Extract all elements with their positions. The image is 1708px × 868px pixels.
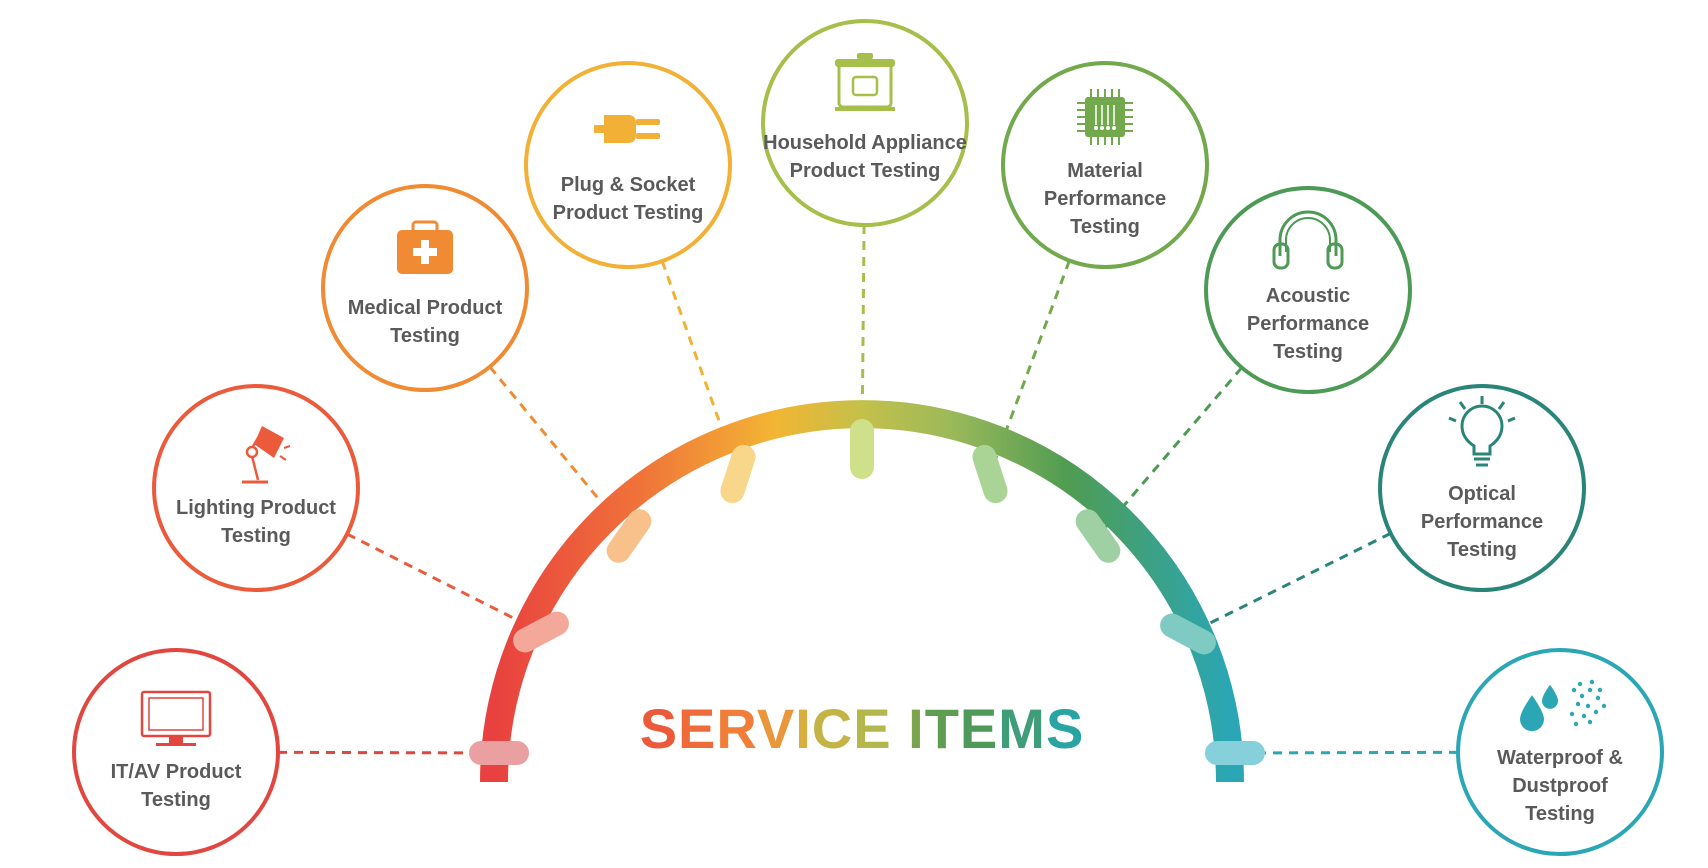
connector-line [1187, 532, 1392, 636]
service-label: Optical [1448, 483, 1516, 505]
title-letter: T [925, 697, 960, 760]
main-arc [480, 400, 1244, 783]
service-label: Testing [221, 525, 291, 547]
connector-line [1234, 750, 1459, 755]
service-node-circle [152, 384, 360, 592]
plug-icon [594, 115, 660, 143]
title-letter: I [795, 697, 812, 760]
headphones-icon [1272, 210, 1344, 270]
service-node-circle [761, 19, 969, 227]
water-dust-icon [1520, 679, 1607, 732]
title-letter [892, 697, 909, 760]
service-label: Medical Product [348, 297, 503, 319]
service-label: Testing [141, 789, 211, 811]
medical-kit-icon [397, 220, 453, 274]
service-node-circle [1204, 186, 1412, 394]
arc-tab [513, 611, 569, 653]
arc-tab-layer [469, 419, 1265, 765]
arc-tab [972, 444, 1008, 504]
service-label: Material [1067, 160, 1143, 182]
arc-tab [720, 444, 756, 504]
title-letter: S [640, 697, 678, 760]
service-label: Product Testing [553, 202, 704, 224]
connector-line [346, 532, 542, 634]
service-label: IT/AV Product [111, 761, 242, 783]
connector-line [988, 260, 1071, 475]
arc-tab [1205, 741, 1265, 765]
diagram-title: SERVICE ITEMS [640, 697, 1085, 760]
service-label: Waterproof & [1497, 747, 1623, 769]
connector-line [660, 260, 740, 475]
arc-tab [1075, 509, 1121, 563]
title-letter: R [716, 697, 756, 760]
arc-tab [469, 741, 529, 765]
service-label: Performance [1421, 511, 1543, 533]
service-label: Household Appliance [763, 132, 967, 154]
service-node-circle [524, 61, 732, 269]
service-label: Performance [1247, 313, 1369, 335]
title-letter: V [757, 697, 795, 760]
monitor-icon [140, 690, 212, 746]
light-bulb-icon [1448, 396, 1516, 467]
service-label: Performance [1044, 188, 1166, 210]
arc-tab [850, 419, 874, 479]
service-label: Lighting Product [176, 497, 336, 519]
rice-cooker-icon [835, 53, 895, 111]
title-letter: S [1046, 697, 1084, 760]
title-letter: I [908, 697, 925, 760]
arc-tab [1160, 613, 1216, 655]
service-label: Acoustic [1266, 285, 1350, 307]
service-label: Testing [390, 325, 460, 347]
service-node-circle [1456, 648, 1664, 856]
service-label: Testing [1070, 216, 1140, 238]
service-label: Testing [1447, 539, 1517, 561]
service-label: Testing [1525, 803, 1595, 825]
service-node-circle [321, 184, 529, 392]
connector-line [860, 224, 866, 450]
title-letter: E [853, 697, 891, 760]
service-label: Product Testing [790, 160, 941, 182]
service-label: Dustproof [1512, 775, 1608, 797]
title-letter: E [960, 697, 998, 760]
service-node-circle [72, 648, 280, 856]
title-letter: C [812, 697, 853, 760]
title-letter: E [678, 697, 716, 760]
desk-lamp-icon [242, 426, 291, 484]
service-label: Testing [1273, 341, 1343, 363]
chip-icon [1077, 89, 1133, 145]
connector-line [277, 750, 500, 755]
arc-tab [606, 509, 652, 563]
service-node-circle [1001, 61, 1209, 269]
service-label: Plug & Socket [561, 174, 696, 196]
service-node-circle [1378, 384, 1586, 592]
title-letter: M [998, 697, 1046, 760]
